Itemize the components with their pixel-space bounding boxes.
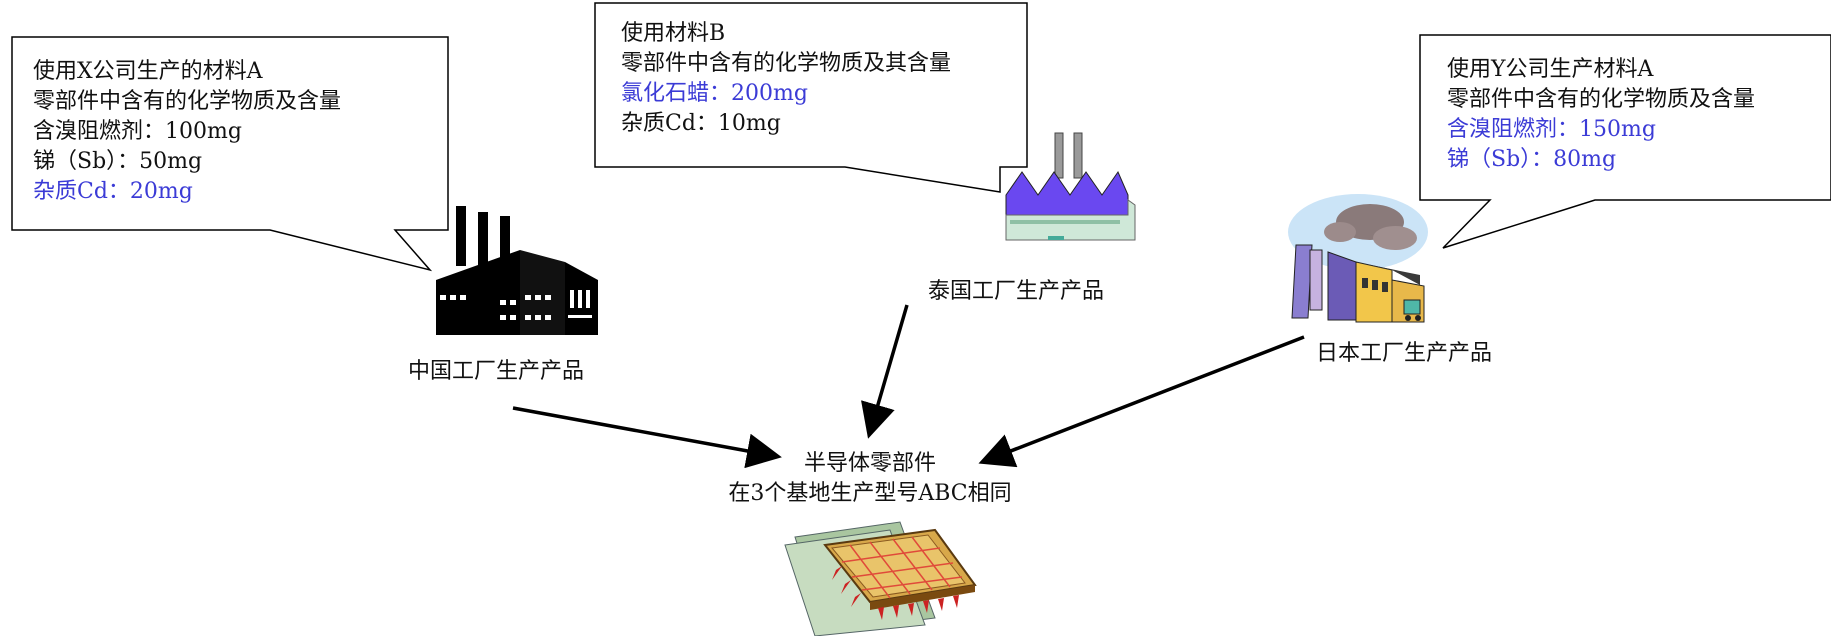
arrow-thailand-to-part — [861, 304, 909, 439]
semiconductor-chip-icon — [784, 521, 977, 636]
arrow-china-to-part — [512, 406, 782, 469]
china-callout-line: 锑（Sb）：50mg — [33, 149, 203, 174]
japan-callout-line-highlight: 含溴阻燃剂：150mg — [1447, 117, 1656, 142]
japan-callout-bubble — [1419, 34, 1831, 249]
semiconductor-part-label: 半导体零部件 在3个基地生产型号ABC相同 — [720, 449, 1020, 509]
thailand-factory-label: 泰国工厂生产产品 — [928, 279, 1105, 304]
japan-factory-label: 日本工厂生产产品 — [1316, 341, 1493, 366]
japan-callout-line-highlight: 锑（Sb）：80mg — [1447, 147, 1617, 172]
thailand-callout-line-highlight: 氯化石蜡：200mg — [621, 81, 808, 106]
part-subtitle: 在3个基地生产型号ABC相同 — [728, 481, 1012, 506]
japan-callout-line: 零部件中含有的化学物质及含量 — [1447, 87, 1756, 112]
china-factory-icon — [436, 206, 598, 335]
thailand-factory-icon — [1005, 132, 1136, 241]
arrow-japan-to-part — [978, 335, 1305, 468]
part-title: 半导体零部件 — [803, 451, 936, 476]
japan-callout-line: 使用Y公司生产材料A — [1447, 57, 1654, 82]
china-callout-line: 零部件中含有的化学物质及含量 — [33, 89, 342, 114]
china-callout-line: 使用X公司生产的材料A — [33, 59, 263, 84]
china-callout-text: 使用X公司生产的材料A 零部件中含有的化学物质及含量 含溴阻燃剂：100mg 锑… — [33, 57, 341, 207]
china-callout-line-highlight: 杂质Cd：20mg — [33, 179, 193, 204]
china-callout-bubble — [11, 36, 449, 272]
china-factory-label: 中国工厂生产产品 — [408, 359, 585, 384]
thailand-callout-bubble — [594, 2, 1028, 193]
thailand-callout-line: 杂质Cd：10mg — [621, 111, 781, 136]
thailand-callout-line: 零部件中含有的化学物质及其含量 — [621, 51, 952, 76]
japan-callout-text: 使用Y公司生产材料A 零部件中含有的化学物质及含量 含溴阻燃剂：150mg 锑（… — [1447, 55, 1755, 175]
thailand-callout-line: 使用材料B — [621, 21, 726, 46]
thailand-callout-text: 使用材料B 零部件中含有的化学物质及其含量 氯化石蜡：200mg 杂质Cd：10… — [621, 19, 951, 139]
china-callout-line: 含溴阻燃剂：100mg — [33, 119, 242, 144]
japan-factory-icon — [1288, 194, 1428, 323]
